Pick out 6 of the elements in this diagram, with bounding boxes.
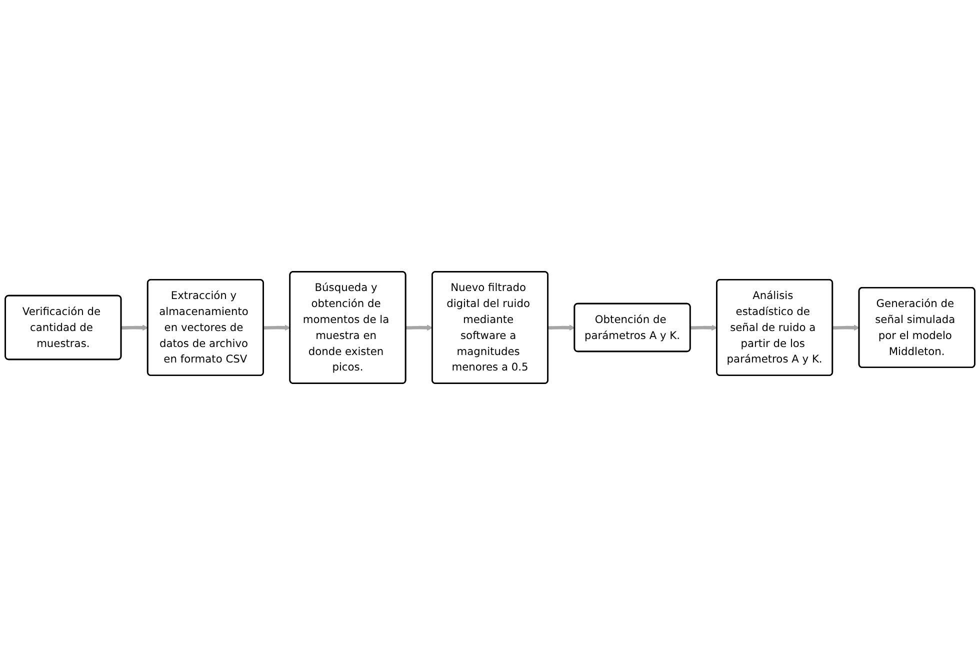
arrow [690, 324, 718, 331]
arrow [406, 324, 433, 331]
arrow [832, 324, 860, 331]
arrow [121, 324, 148, 331]
arrow [264, 324, 290, 331]
arrow [548, 324, 576, 331]
